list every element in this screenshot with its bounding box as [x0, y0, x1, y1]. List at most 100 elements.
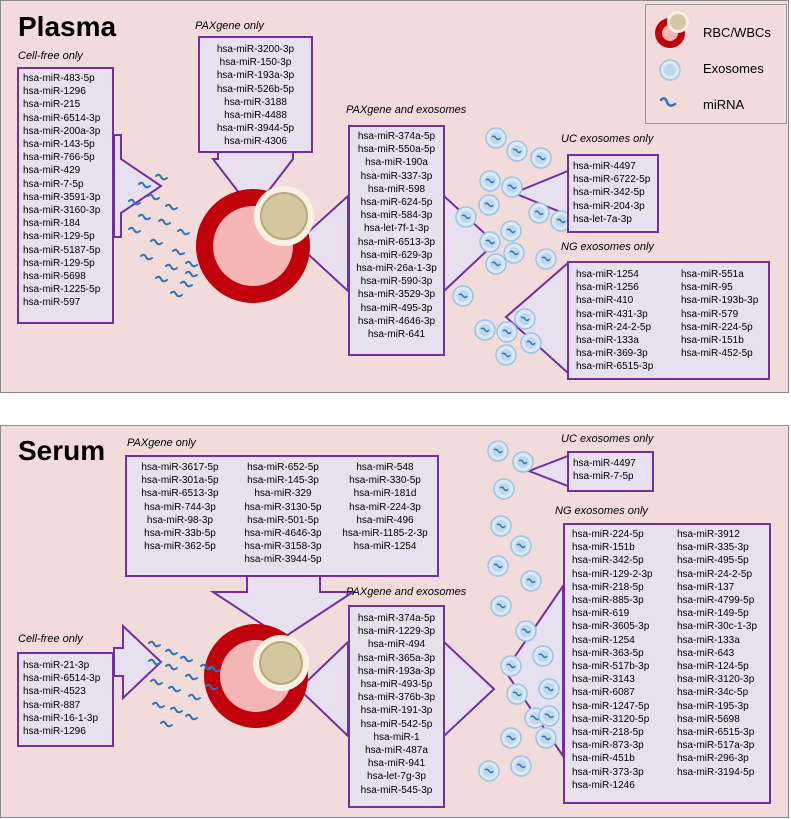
mirna-list-item: hsa-miR-95	[681, 282, 733, 294]
mirna-list-item: hsa-miR-24-2-5p	[677, 568, 753, 580]
serum-paxgene-exosome-right-arrow	[443, 639, 496, 739]
mirna-list-item: hsa-miR-342-5p	[572, 555, 644, 567]
exosome-icon	[485, 127, 507, 149]
mirna-list-item: hsa-miR-526b-5p	[216, 83, 295, 95]
exosome-icon	[490, 595, 512, 617]
mirna-list-item: hsa-miR-5187-5p	[23, 244, 101, 256]
mirna-list-item: hsa-miR-190a	[365, 157, 428, 169]
exosome-icon	[535, 248, 557, 270]
exosome-icon	[501, 176, 523, 198]
mirna-list-item: hsa-miR-5698	[677, 713, 740, 725]
mirna-list-item: hsa-miR-224-5p	[681, 321, 753, 333]
exosome-icon	[514, 308, 536, 330]
mirna-list-item: hsa-miR-4646-3p	[244, 528, 322, 540]
exosome-icon	[524, 707, 546, 729]
mirna-list-item: hsa-miR-224-3p	[349, 501, 421, 513]
mirna-list-item: hsa-miR-410	[576, 295, 634, 307]
plasma-paxgene-arrow	[210, 151, 294, 213]
mirna-list-item: hsa-miR-193a-3p	[357, 665, 436, 677]
plasma-cell-free-label: Cell-free only	[18, 50, 83, 62]
mirna-list-item: hsa-miR-34c-5p	[677, 687, 749, 699]
mirna-glyph-icon	[205, 683, 218, 691]
mirna-list-item: hsa-miR-193b-3p	[681, 295, 759, 307]
mirna-list-item: hsa-miR-3944-5p	[244, 554, 322, 566]
mirna-glyph-icon	[177, 228, 190, 236]
mirna-list-item: hsa-miR-1254	[576, 269, 639, 280]
mirna-list-item: hsa-miR-4799-5p	[677, 595, 755, 607]
mirna-list-item: hsa-miR-885-3p	[572, 595, 644, 607]
mirna-list-item: hsa-miR-329	[254, 488, 312, 500]
mirna-glyph-icon	[170, 706, 183, 714]
mirna-glyph-icon	[158, 218, 171, 226]
mirna-glyph-icon	[138, 181, 151, 189]
mirna-list-item: hsa-miR-495-5p	[677, 555, 749, 567]
mirna-list-item: hsa-miR-129-5p	[23, 231, 95, 243]
mirna-glyph-icon	[152, 701, 165, 709]
exosome-icon	[474, 319, 496, 341]
mirna-list-item: hsa-miR-517a-3p	[677, 740, 755, 752]
mirna-list-item: hsa-miR-1256	[576, 282, 639, 294]
mirna-list-item: hsa-miR-150-3p	[219, 57, 292, 69]
legend-mirna-label: miRNA	[703, 97, 745, 112]
serum-ng-label: NG exosomes only	[555, 505, 648, 517]
mirna-glyph-icon	[185, 260, 198, 268]
exosome-icon	[538, 678, 560, 700]
mirna-glyph-icon	[168, 685, 181, 693]
mirna-list-item: hsa-miR-452-5p	[681, 348, 753, 360]
mirna-list-item: hsa-miR-26a-1-3p	[356, 263, 437, 275]
mirna-glyph-icon	[185, 713, 198, 721]
mirna-list-item: hsa-miR-129-5p	[23, 257, 95, 269]
mirna-glyph-icon	[160, 720, 173, 728]
mirna-list-item: hsa-miR-195-3p	[677, 700, 749, 712]
mirna-list-item: hsa-let-7a-3p	[573, 213, 632, 225]
mirna-list-item: hsa-miR-6514-3p	[23, 673, 101, 685]
mirna-list-item: hsa-miR-7-5p	[573, 471, 634, 483]
exosome-icon	[485, 253, 507, 275]
mirna-glyph-icon	[147, 193, 160, 201]
mirna-list-item: hsa-miR-6722-5p	[573, 174, 651, 186]
mirna-glyph-icon	[155, 275, 168, 283]
mirna-list-item: hsa-miR-887	[23, 699, 81, 711]
mirna-glyph-icon	[128, 226, 141, 234]
mirna-list-item: hsa-miR-766-5p	[23, 152, 95, 164]
plasma-paxgene-exosomes-label: PAXgene and exosomes	[346, 104, 467, 116]
mirna-list-item: hsa-miR-151b	[681, 335, 744, 347]
mirna-list-item: hsa-miR-374a-5p	[357, 131, 436, 142]
serum-uc-arrow	[526, 454, 569, 488]
exosome-icon	[493, 478, 515, 500]
mirna-list-item: hsa-miR-129-2-3p	[572, 568, 653, 580]
serum-cell-free-label: Cell-free only	[18, 633, 83, 645]
plasma-rbc-cell	[196, 189, 310, 303]
plasma-uc-label: UC exosomes only	[561, 133, 654, 145]
mirna-list-item: hsa-miR-143-5p	[23, 139, 95, 151]
mirna-list-item: hsa-miR-4306	[224, 136, 287, 148]
mirna-glyph-icon	[200, 663, 213, 671]
mirna-list-item: hsa-miR-7-5p	[23, 178, 84, 190]
mirna-glyph-icon	[185, 673, 198, 681]
mirna-list-item: hsa-miR-191-3p	[360, 705, 433, 717]
mirna-list-item: hsa-miR-342-5p	[573, 187, 645, 199]
mirna-list-item: hsa-miR-1246	[572, 779, 635, 791]
exosome-icon	[452, 285, 474, 307]
exosome-icon	[487, 440, 509, 462]
serum-mirna-group	[148, 640, 221, 728]
serum-paxgene-arrow	[209, 575, 357, 640]
mirna-list-item: hsa-miR-494	[367, 639, 426, 651]
mirna-list-item: hsa-miR-365a-3p	[357, 652, 436, 664]
mirna-list-item: hsa-miR-1	[373, 731, 420, 743]
exosome-icon	[528, 202, 550, 224]
mirna-list-item: hsa-miR-501-5p	[247, 514, 319, 526]
mirna-list-item: hsa-miR-337-3p	[360, 170, 433, 182]
exosome-icon	[538, 705, 560, 727]
